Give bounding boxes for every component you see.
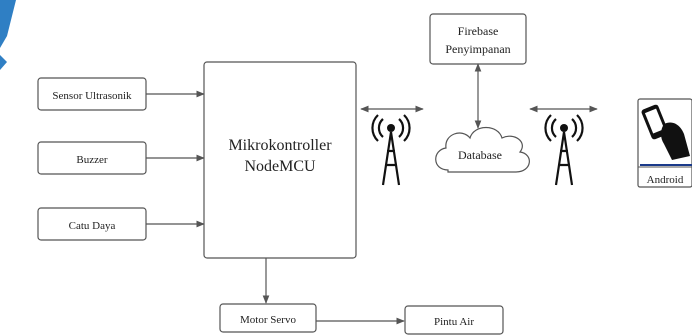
pintu-air-label: Pintu Air <box>434 316 474 328</box>
catu-daya-block: Catu Daya <box>37 207 147 241</box>
firebase-block: Firebase Penyimpanan <box>429 13 527 65</box>
pintu-air-block: Pintu Air <box>404 305 504 335</box>
motor-servo-label: Motor Servo <box>240 314 296 326</box>
firebase-label-line2: Penyimpanan <box>445 42 510 56</box>
android-label: Android <box>647 174 684 186</box>
phone-hand-icon <box>640 102 692 166</box>
catu-daya-label: Catu Daya <box>69 220 116 232</box>
cloud-icon: Database <box>435 126 530 173</box>
corner-accent <box>0 0 16 70</box>
motor-servo-block: Motor Servo <box>219 303 317 333</box>
database-label: Database <box>458 148 502 162</box>
sensor-ultrasonik-label: Sensor Ultrasonik <box>52 90 132 102</box>
android-block: Android <box>637 98 692 188</box>
tower-icon <box>371 114 411 186</box>
sensor-ultrasonik-block: Sensor Ultrasonik <box>37 77 147 111</box>
controller-label-line2: NodeMCU <box>244 158 316 175</box>
buzzer-label: Buzzer <box>76 154 107 166</box>
controller-block: Mikrokontroller NodeMCU <box>203 61 357 259</box>
firebase-label-line1: Firebase <box>458 24 499 38</box>
tower-icon <box>544 114 584 186</box>
controller-label-line1: Mikrokontroller <box>228 137 332 154</box>
buzzer-block: Buzzer <box>37 141 147 175</box>
